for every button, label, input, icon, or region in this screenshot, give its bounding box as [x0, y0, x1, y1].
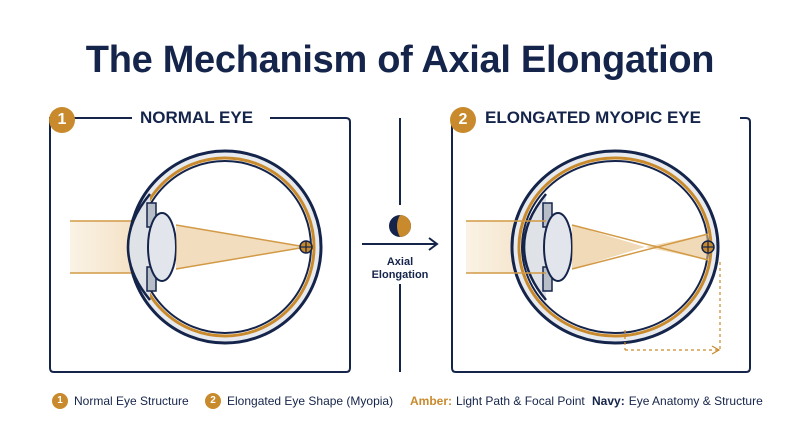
legend-item-normal: 1 Normal Eye Structure — [52, 393, 189, 409]
legend-key-navy: Navy: — [592, 394, 625, 408]
legend-text-amber: Light Path & Focal Point — [456, 394, 585, 408]
panel-2-badge: 2 — [450, 107, 476, 133]
myopic-eye — [466, 149, 721, 355]
panel-1-badge: 1 — [49, 107, 75, 133]
center-label-line1: Axial — [386, 256, 414, 268]
legend-key-amber: Amber: — [410, 394, 453, 408]
page-title: The Mechanism of Axial Elongation — [85, 39, 715, 81]
panel-1-label: NORMAL EYE — [140, 108, 254, 128]
legend-item-myopic: 2 Elongated Eye Shape (Myopia) — [205, 393, 393, 409]
elongation-arrow — [362, 237, 439, 251]
eye-transition-icon — [389, 215, 411, 237]
legend-badge-2: 2 — [205, 393, 221, 409]
legend-text-1: Normal Eye Structure — [74, 394, 189, 408]
legend-item-amber: Amber: Light Path & Focal Point — [410, 393, 585, 409]
legend-text-2: Elongated Eye Shape (Myopia) — [227, 394, 394, 408]
panel-2-label: ELONGATED MYOPIC EYE — [485, 108, 701, 128]
legend-badge-1: 1 — [52, 393, 68, 409]
legend-item-navy: Navy: Eye Anatomy & Structure — [592, 393, 763, 409]
panel-myopic-frame — [451, 117, 751, 373]
legend-text-navy: Eye Anatomy & Structure — [628, 394, 763, 408]
normal-eye — [70, 149, 323, 345]
center-label-line2: Elongation — [371, 269, 429, 281]
axial-elongation-label: Axial Elongation — [362, 256, 438, 282]
